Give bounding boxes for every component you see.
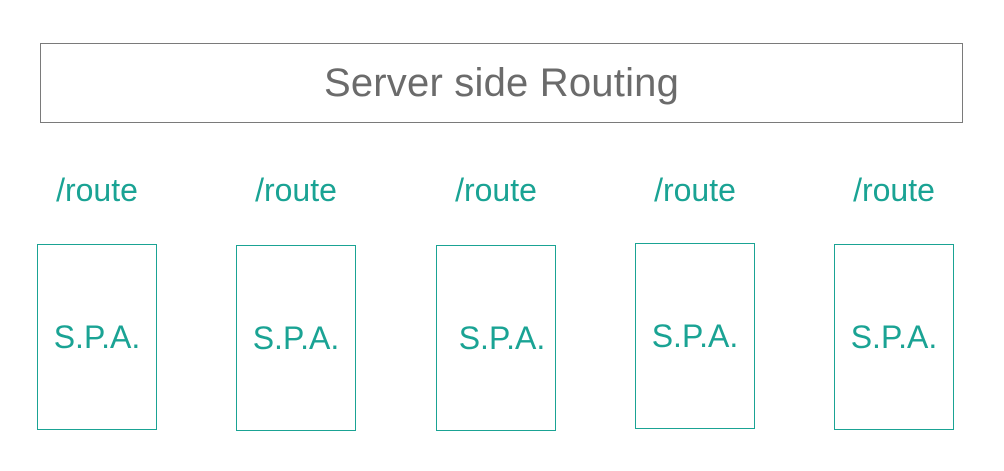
route-label-2: /route [255,172,337,208]
spa-label-3: S.P.A. [458,319,546,356]
spa-label-4: S.P.A. [651,317,739,354]
spa-box-1: S.P.A. [37,244,157,430]
spa-label-1: S.P.A. [53,318,141,355]
spa-box-3: S.P.A. [436,245,556,431]
server-routing-box: Server side Routing [40,43,963,123]
route-label-4: /route [654,172,736,208]
spa-label-2: S.P.A. [252,319,340,356]
server-routing-title: Server side Routing [323,60,680,105]
route-label-1: /route [56,172,138,208]
spa-box-5: S.P.A. [834,244,954,430]
spa-label-5: S.P.A. [850,318,938,355]
route-label-5: /route [853,172,935,208]
route-label-3: /route [455,172,537,208]
spa-box-4: S.P.A. [635,243,755,429]
spa-box-2: S.P.A. [236,245,356,431]
